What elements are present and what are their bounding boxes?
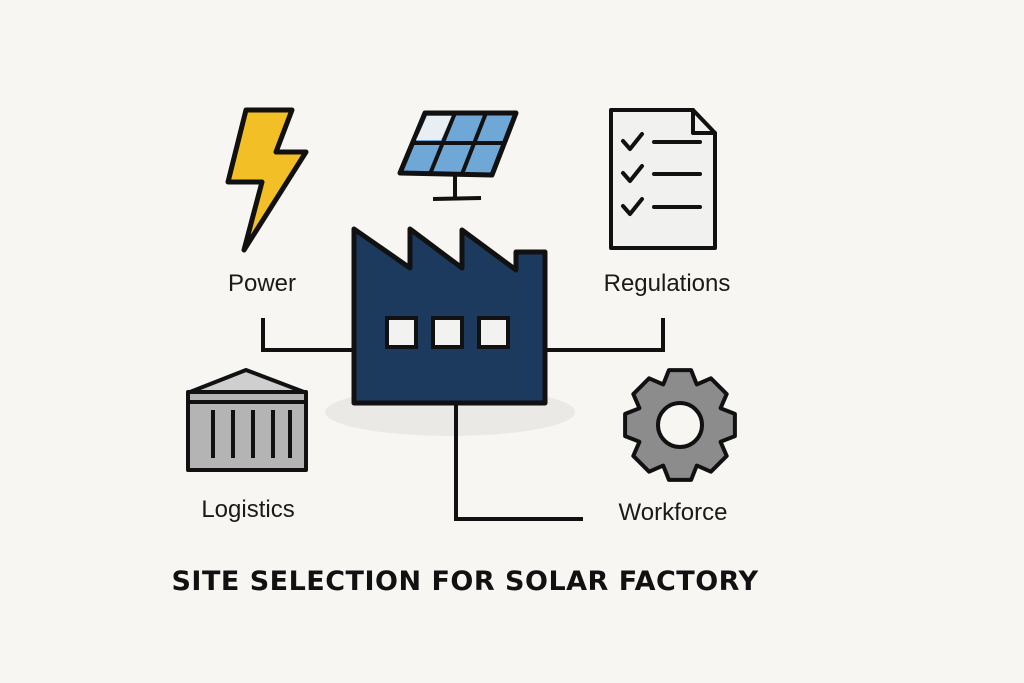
warehouse-icon	[186, 368, 308, 472]
factory-window	[385, 316, 418, 349]
regulations-label: Regulations	[603, 270, 731, 297]
connector-power	[261, 318, 355, 352]
lightning-icon	[225, 107, 309, 253]
connector-regulations	[545, 318, 665, 352]
connector-workforce	[454, 403, 583, 521]
factory-icon	[351, 226, 548, 406]
factory-window	[477, 316, 510, 349]
solar-panel-icon	[397, 110, 519, 201]
checklist-document-icon	[609, 108, 717, 250]
workforce-label: Workforce	[618, 499, 728, 526]
logistics-label: Logistics	[201, 496, 295, 523]
power-label: Power	[227, 270, 297, 297]
connector-lines	[261, 318, 665, 521]
diagram-title: SITE SELECTION FOR SOLAR FACTORY	[171, 566, 759, 597]
gear-icon	[623, 368, 737, 482]
factory-window	[431, 316, 464, 349]
